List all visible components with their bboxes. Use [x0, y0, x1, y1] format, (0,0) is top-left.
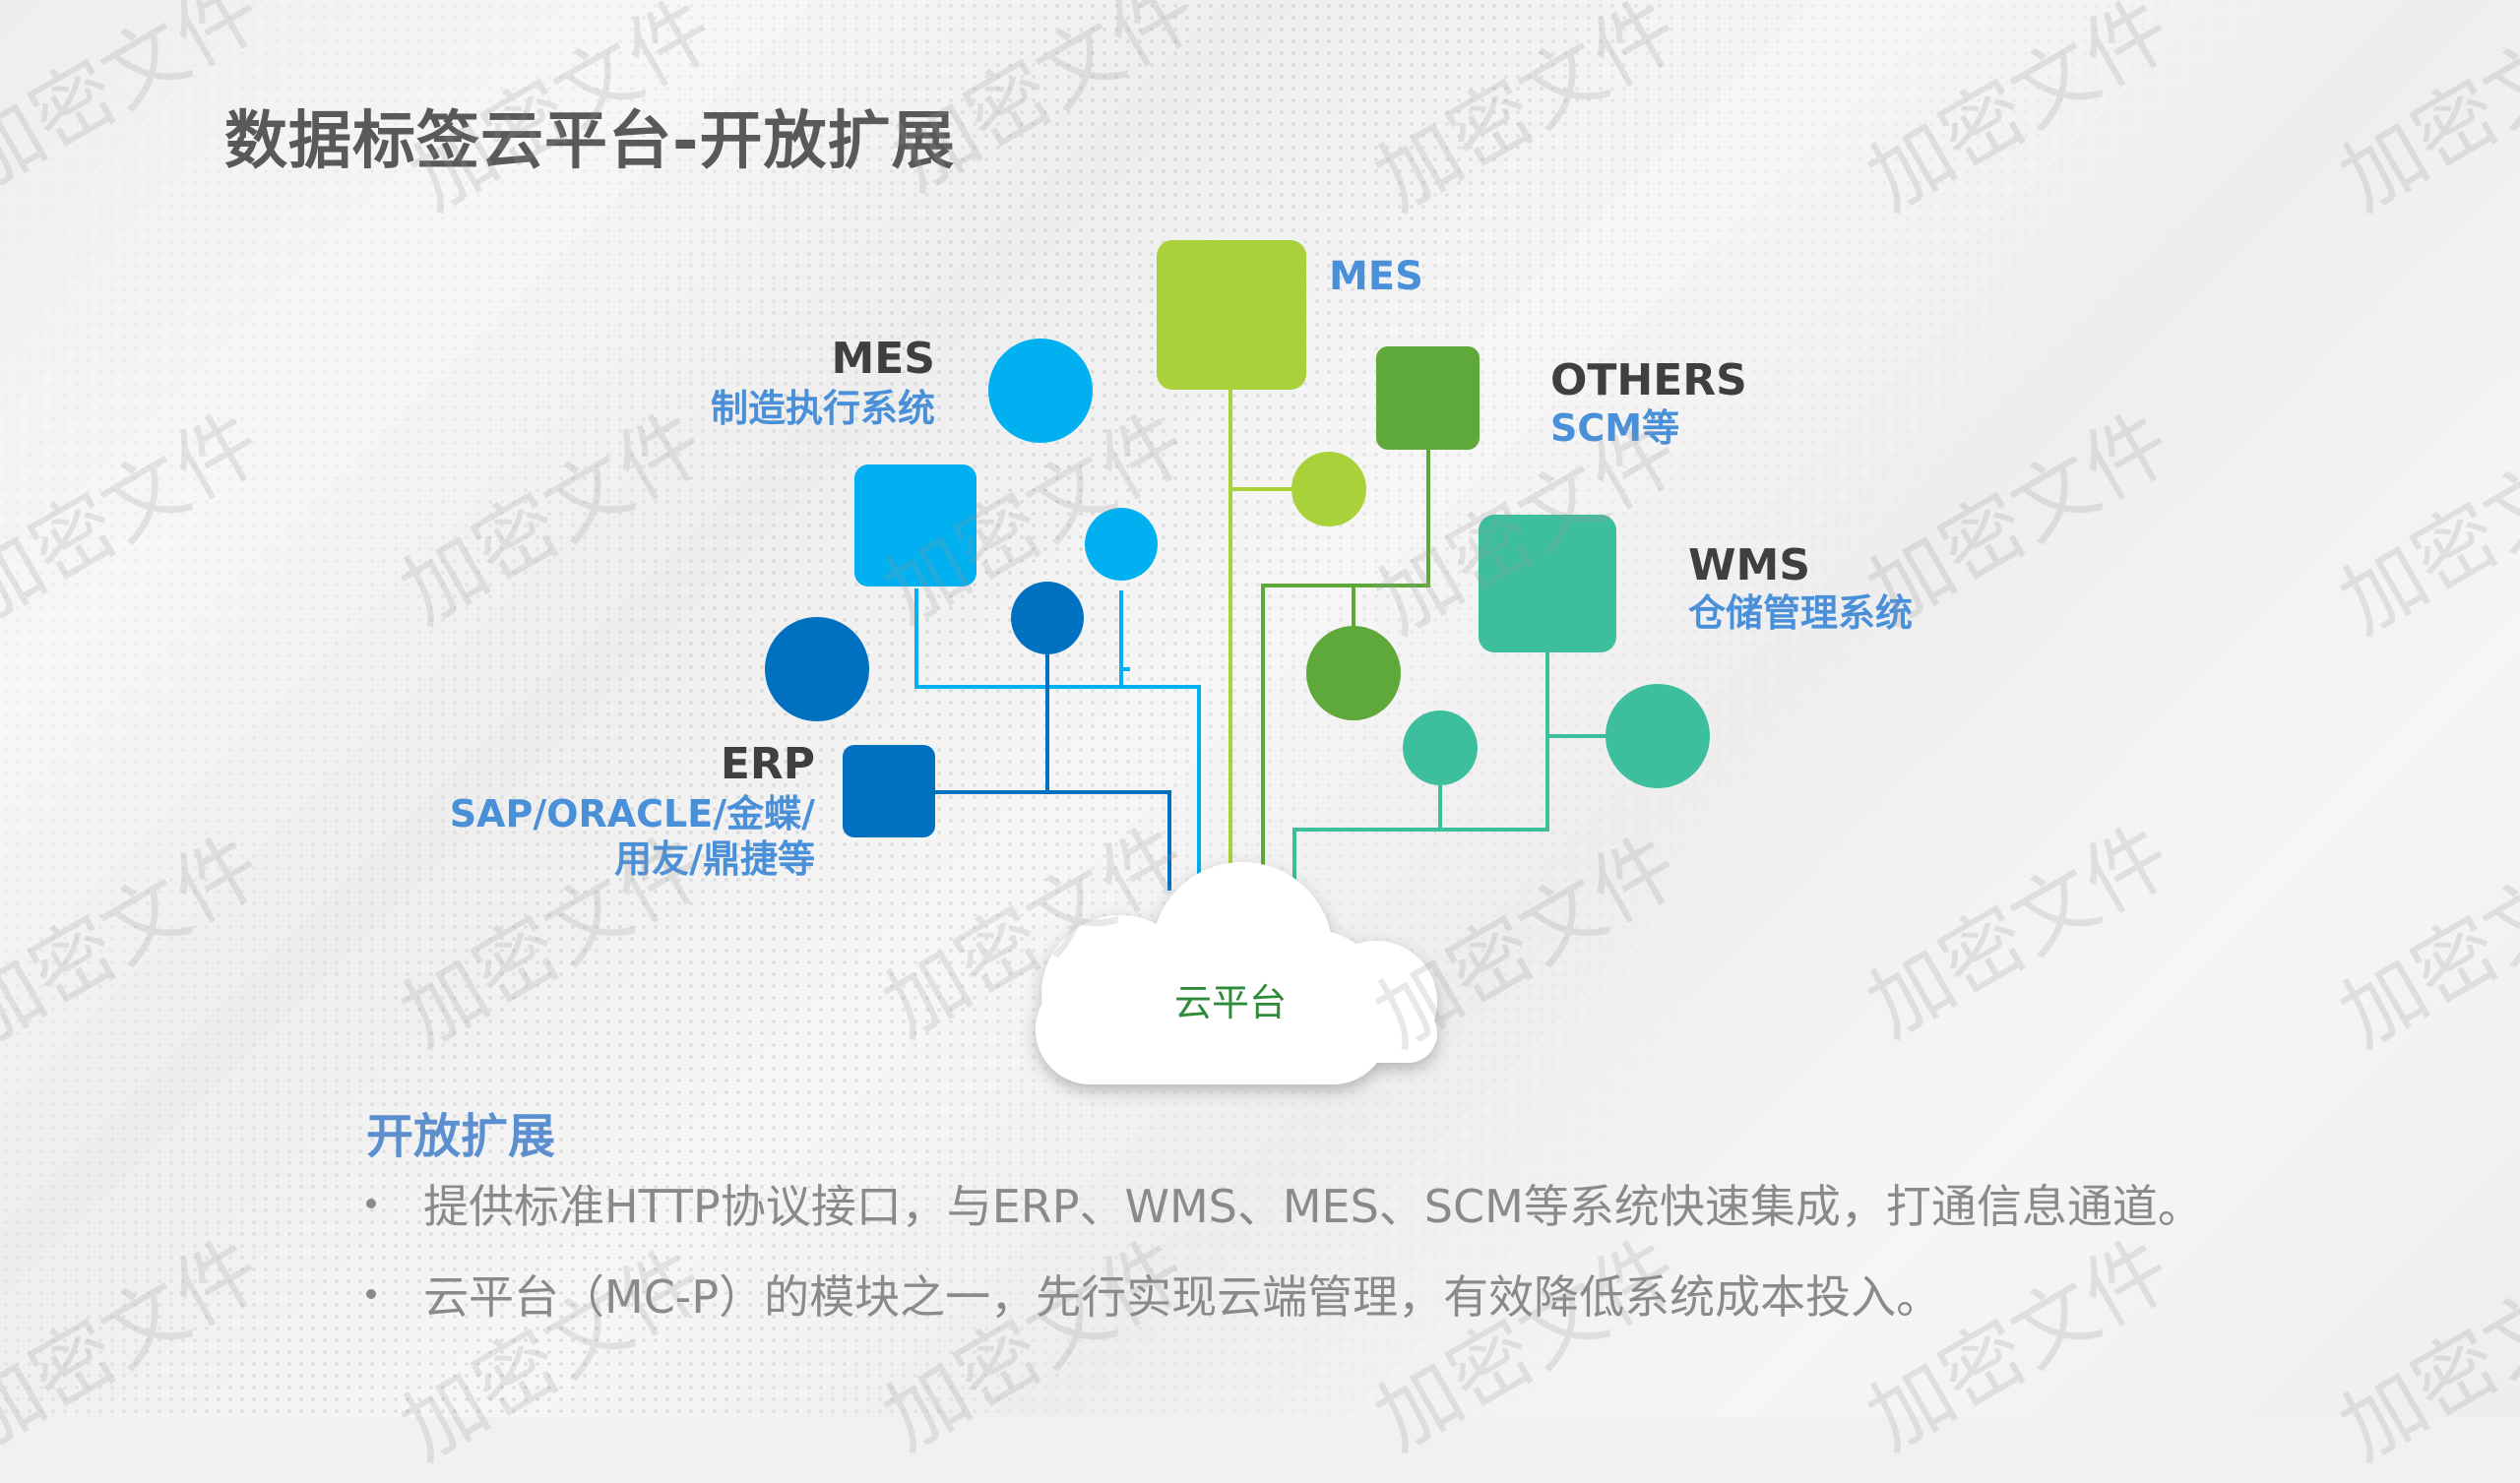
label-erp-desc-2: 用友/鼎捷等: [614, 837, 815, 881]
bullet-list: 提供标准HTTP协议接口，与ERP、WMS、MES、SCM等系统快速集成，打通信…: [366, 1171, 2203, 1352]
label-erp-desc-1: SAP/ORACLE/金蝶/: [449, 792, 815, 835]
node-circle-blue-small: [1011, 582, 1084, 654]
cloud-icon: [1036, 862, 1437, 1084]
label-others-desc: SCM等: [1550, 406, 1680, 450]
node-circle-lime: [1292, 452, 1366, 526]
background: [0, 0, 2520, 1417]
node-circle-green: [1306, 626, 1401, 720]
label-others: OTHERS: [1550, 355, 1747, 405]
center-label: 云平台: [1174, 981, 1287, 1024]
line-others: [1261, 450, 1430, 891]
node-circle-teal-large: [1606, 684, 1710, 788]
node-square-mes: [854, 464, 976, 587]
dot-pattern: [0, 0, 2520, 1417]
node-square-others: [1376, 346, 1480, 450]
node-circle-blue-large: [765, 617, 869, 721]
connector-lines: [914, 389, 1606, 891]
node-circle-sky-small: [1085, 508, 1158, 581]
line-erp: [933, 790, 1171, 891]
node-square-wms: [1479, 515, 1616, 652]
node-circle-teal-small: [1403, 711, 1478, 785]
label-erp: ERP: [720, 739, 815, 789]
node-square-mes-top: [1157, 240, 1306, 390]
bullet-item: 提供标准HTTP协议接口，与ERP、WMS、MES、SCM等系统快速集成，打通信…: [366, 1171, 2203, 1236]
label-wms-desc: 仓储管理系统: [1688, 591, 1914, 635]
section-heading: 开放扩展: [366, 1109, 556, 1164]
node-circle-sky-top: [988, 339, 1093, 443]
label-mes-left: MES: [831, 334, 935, 384]
label-mes-top: MES: [1329, 254, 1423, 299]
label-mes-left-desc: 制造执行系统: [710, 387, 935, 430]
bullet-item: 云平台（MC-P）的模块之一，先行实现云端管理，有效降低系统成本投入。: [366, 1262, 2203, 1327]
node-square-erp: [843, 745, 935, 837]
line-mes-left-square: [914, 588, 1201, 891]
page-title: 数据标签云平台-开放扩展: [224, 105, 956, 178]
line-wms: [1292, 649, 1549, 891]
integration-diagram: 云平台: [765, 240, 1710, 1084]
label-wms: WMS: [1688, 540, 1811, 590]
